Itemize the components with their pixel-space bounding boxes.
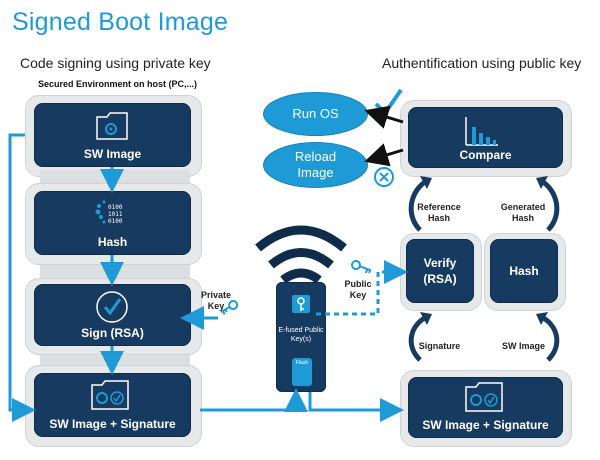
hash-bits-line-3: 0100 xyxy=(108,218,123,225)
public-key-dashed-line xyxy=(316,260,408,316)
bar-chart-icon xyxy=(465,117,498,146)
arrow-device-to-right xyxy=(308,392,404,422)
arrow-reference-hash-head xyxy=(420,176,432,189)
arrow-compare-to-reload xyxy=(364,143,404,167)
hash-bits-icon: 0100 1011 0100 xyxy=(95,200,123,225)
public-key-label: Public Key xyxy=(344,279,372,300)
run-os-label: Run OS xyxy=(292,106,339,121)
public-key-icon xyxy=(351,260,372,274)
hash-label: Hash xyxy=(97,235,128,249)
compare-box: Compare xyxy=(408,107,563,168)
hash-right-box: Hash xyxy=(490,239,558,303)
compare-label: Compare xyxy=(459,148,512,162)
sw-image-signature-right-label: SW Image + Signature xyxy=(422,418,549,432)
hash-box: Hash xyxy=(34,191,191,255)
flash-label: Flash xyxy=(295,360,309,366)
page-title: Signed Boot Image xyxy=(12,8,229,36)
wifi-icon xyxy=(255,225,347,284)
device-key-icon xyxy=(292,295,310,313)
hash-right-label: Hash xyxy=(509,264,539,278)
gear-folder-icon-1 xyxy=(96,112,128,140)
left-subheading: Secured Environment on host (PC,...) xyxy=(38,79,198,89)
arrow-reference-hash xyxy=(408,177,430,232)
hash-bits-line-1: 0100 xyxy=(108,204,123,211)
sw-image-arrow-label: SW Image xyxy=(501,341,545,351)
verify-label: Verify (RSA) xyxy=(423,256,457,286)
arrow-generated-hash xyxy=(538,177,560,232)
checkmark-circle-icon xyxy=(96,291,128,323)
sign-box: Sign (RSA) xyxy=(34,284,191,346)
private-key-label: Private Key xyxy=(200,290,232,311)
sw-image-signature-left-box: SW Image + Signature xyxy=(34,373,191,437)
hash-bits-line-2: 1011 xyxy=(108,211,123,218)
reload-image-ellipse: Reload Image xyxy=(263,142,368,188)
right-heading: Authentification using public key xyxy=(382,55,582,71)
gear-folder-check-icon-right xyxy=(465,382,503,412)
flash-chip: Flash xyxy=(292,358,312,386)
reference-hash-label: Reference Hash xyxy=(417,202,461,223)
private-key-icon xyxy=(220,300,239,315)
arrow-to-device xyxy=(200,388,308,412)
left-heading: Code signing using private key xyxy=(20,55,211,71)
arrow-generated-hash-head xyxy=(536,176,548,189)
arrow-sw-image-head xyxy=(536,312,548,325)
sign-label: Sign (RSA) xyxy=(81,326,144,340)
bypass-arrow xyxy=(8,133,36,422)
cross-circle-icon xyxy=(374,167,394,187)
arrow-signature xyxy=(408,313,430,362)
verify-box: Verify (RSA) xyxy=(406,239,474,303)
generated-hash-label: Generated Hash xyxy=(500,202,546,223)
arrow-compare-to-runos xyxy=(364,105,404,129)
reload-image-label: Reload Image xyxy=(294,149,337,180)
check-icon xyxy=(374,88,403,117)
efused-label: E-fused Public Key(s) xyxy=(278,327,324,343)
arrow-sw-image xyxy=(538,313,560,362)
sw-image-label: SW Image xyxy=(83,147,142,161)
signature-label: Signature xyxy=(418,341,461,351)
arrow-signature-head xyxy=(420,312,432,325)
sw-image-signature-left-label: SW Image + Signature xyxy=(49,417,176,431)
gear-folder-check-icon-left xyxy=(91,380,129,410)
sw-image-signature-right-box: SW Image + Signature xyxy=(408,377,563,438)
